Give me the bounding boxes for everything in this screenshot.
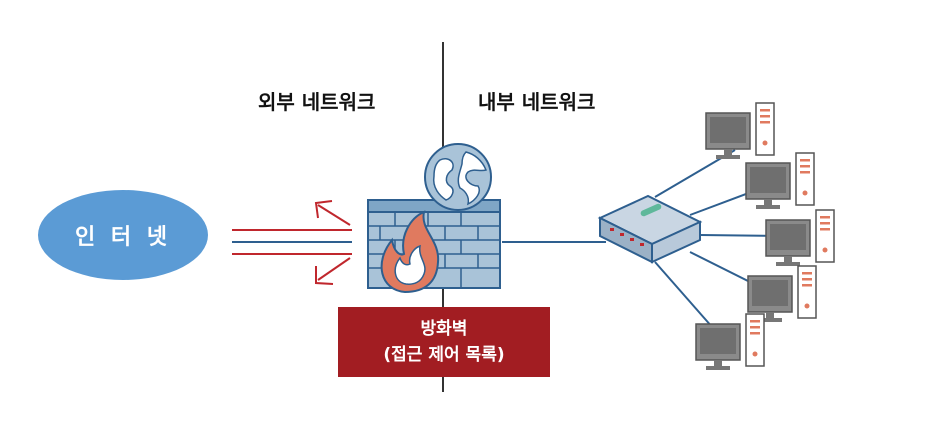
firewall-title: 방화벽 bbox=[420, 319, 468, 339]
internet-node: 인 터 넷 bbox=[38, 190, 208, 280]
blocked-arrow-upper bbox=[314, 200, 351, 226]
globe-icon bbox=[424, 143, 492, 211]
computer-icon bbox=[765, 209, 835, 267]
internal-network-label: 내부 네트워크 bbox=[478, 90, 596, 114]
blocked-arrow-lower bbox=[315, 257, 351, 285]
switch-icon bbox=[597, 194, 703, 264]
computer-icon bbox=[745, 152, 815, 210]
firewall-label-box: 방화벽 (접근 제어 목록) bbox=[338, 307, 550, 377]
computer-icon bbox=[705, 102, 775, 160]
internet-connection-lines bbox=[232, 229, 352, 255]
computer-icon bbox=[695, 313, 765, 371]
internet-label: 인 터 넷 bbox=[74, 225, 172, 250]
external-network-label: 외부 네트워크 bbox=[258, 90, 376, 114]
firewall-subtitle: (접근 제어 목록) bbox=[383, 345, 505, 365]
